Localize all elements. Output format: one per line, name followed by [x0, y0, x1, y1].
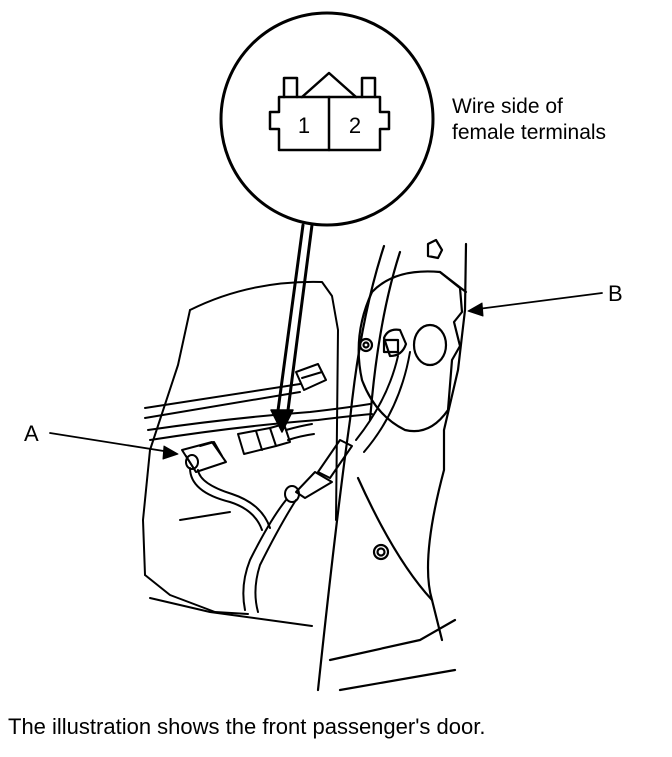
connector-face — [268, 71, 391, 152]
callout-a-label: A — [24, 421, 39, 446]
door-frame-pillar — [316, 238, 468, 692]
inset-label-line2: female terminals — [452, 121, 607, 144]
figure-caption: The illustration shows the front passeng… — [8, 714, 486, 739]
callout-b-arrow — [467, 292, 603, 317]
terminal-1-number: 1 — [298, 113, 310, 138]
callout-a-arrow — [49, 432, 179, 460]
door-trim-panel — [142, 280, 339, 627]
terminal-2-number: 2 — [349, 113, 361, 138]
wire-harness — [189, 351, 411, 613]
inset-circle — [219, 11, 435, 227]
inset-pointer-arrow — [270, 223, 314, 433]
connector-a — [181, 441, 227, 473]
callout-b-label: B — [608, 281, 623, 306]
inset-label-line1: Wire side of — [452, 95, 563, 118]
inset-label: Wire side of female terminals — [452, 94, 606, 146]
door-harness-bundle — [144, 363, 373, 441]
harness-connector-female — [237, 423, 315, 455]
frame-bolt-hole-inner — [376, 547, 386, 557]
connector-inset: 1 2 — [219, 11, 435, 227]
grommet-boot-b — [357, 270, 468, 433]
frame-bolt-hole — [372, 543, 390, 561]
